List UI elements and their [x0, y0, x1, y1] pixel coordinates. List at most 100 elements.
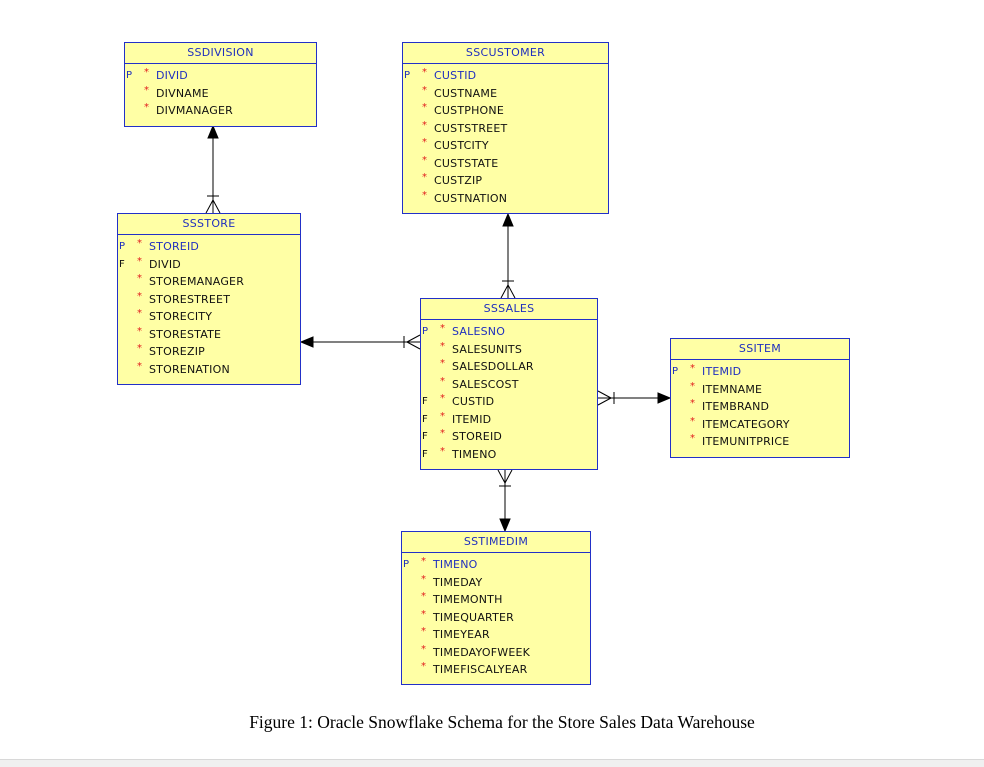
required-marker: *	[440, 323, 445, 334]
attribute-name: STOREMANAGER	[149, 275, 245, 288]
attribute-row[interactable]: P*DIVID	[125, 67, 316, 85]
attribute-row[interactable]: *TIMEFISCALYEAR	[402, 661, 590, 679]
attribute-row[interactable]: * STOREZIP	[118, 343, 300, 361]
foreign-key-marker: F	[422, 448, 428, 460]
attribute-row[interactable]: * STORESTATE	[118, 326, 300, 344]
attribute-row[interactable]: P * SALESNO	[421, 323, 597, 341]
required-marker: *	[422, 119, 427, 131]
attribute-name: TIMEQUARTER	[433, 610, 514, 624]
foreign-key-marker: F	[422, 413, 428, 425]
entity-title: SSSALES	[421, 299, 597, 320]
attribute-name: ITEMID	[702, 365, 742, 378]
attribute-row[interactable]: P*ITEMID	[671, 363, 849, 381]
attribute-name: CUSTID	[434, 69, 477, 82]
attribute-row[interactable]: *ITEMCATEGORY	[671, 416, 849, 434]
attribute-name: CUSTNAME	[434, 86, 498, 100]
required-marker: *	[421, 626, 426, 637]
primary-key-marker: P	[422, 326, 429, 337]
required-marker: *	[137, 255, 142, 267]
attribute-name: DIVID	[156, 69, 188, 82]
attribute-row[interactable]: *DIVNAME	[125, 85, 316, 103]
foreign-key-marker: F	[422, 396, 428, 407]
attribute-name: SALESDOLLAR	[452, 360, 534, 373]
required-marker: *	[440, 445, 445, 457]
attribute-row[interactable]: *CUSTNAME	[403, 85, 608, 103]
required-marker: *	[137, 343, 142, 354]
attribute-row[interactable]: *CUSTSTREET	[403, 120, 608, 138]
attribute-row[interactable]: *SALESCOST	[421, 376, 597, 394]
attribute-name: SALESNO	[452, 325, 506, 338]
attribute-name: STOREZIP	[149, 345, 205, 358]
attribute-row[interactable]: *ITEMNAME	[671, 381, 849, 399]
attribute-row[interactable]: *STORENATION	[118, 361, 300, 379]
attribute-row[interactable]: P*STOREID	[118, 238, 300, 256]
entity-title: SSSTORE	[118, 214, 300, 235]
attribute-row[interactable]: F * CUSTID	[421, 393, 597, 411]
required-marker: *	[144, 102, 149, 113]
attribute-row[interactable]: *STORECITY	[118, 308, 300, 326]
attribute-name: ITEMID	[452, 412, 492, 426]
required-marker: *	[440, 428, 445, 439]
attribute-row[interactable]: *TIMEMONTH	[402, 591, 590, 609]
required-marker: *	[137, 325, 142, 337]
attribute-row[interactable]: *STOREMANAGER	[118, 273, 300, 291]
attribute-name: TIMEDAY	[433, 575, 483, 589]
attribute-row[interactable]: *STORESTREET	[118, 291, 300, 309]
attribute-list: P*TIMENO*TIMEDAY*TIMEMONTH*TIMEQUARTER*T…	[402, 553, 590, 679]
required-marker: *	[421, 661, 426, 672]
required-marker: *	[440, 393, 445, 404]
attribute-name: STOREID	[452, 430, 503, 443]
attribute-row[interactable]: F * ITEMID	[421, 411, 597, 429]
attribute-row[interactable]: *CUSTZIP	[403, 172, 608, 190]
attribute-row[interactable]: * TIMEQUARTER	[402, 609, 590, 627]
attribute-row[interactable]: *SALESUNITS	[421, 341, 597, 359]
relationship-sales-item	[597, 390, 672, 406]
attribute-name: CUSTID	[452, 395, 495, 408]
required-marker: *	[440, 410, 445, 422]
attribute-row[interactable]: P*TIMENO	[402, 556, 590, 574]
entity-title: SSCUSTOMER	[403, 43, 608, 64]
attribute-name: ITEMCATEGORY	[702, 417, 790, 431]
attribute-list: P*CUSTID*CUSTNAME*CUSTPHONE*CUSTSTREET*C…	[403, 64, 608, 207]
attribute-row[interactable]: *SALESDOLLAR	[421, 358, 597, 376]
required-marker: *	[422, 102, 427, 113]
required-marker: *	[144, 67, 149, 78]
attribute-row[interactable]: *ITEMUNITPRICE	[671, 433, 849, 451]
attribute-row[interactable]: F*TIMENO	[421, 446, 597, 464]
attribute-row[interactable]: *DIVMANAGER	[125, 102, 316, 120]
attribute-row[interactable]: F*STOREID	[421, 428, 597, 446]
attribute-name: CUSTZIP	[434, 174, 483, 187]
attribute-row[interactable]: *TIMEDAYOFWEEK	[402, 644, 590, 662]
required-marker: *	[137, 290, 142, 302]
attribute-row[interactable]: *CUSTCITY	[403, 137, 608, 155]
attribute-name: STOREID	[149, 240, 200, 253]
attribute-row[interactable]: *CUSTSTATE	[403, 155, 608, 173]
attribute-row[interactable]: *CUSTPHONE	[403, 102, 608, 120]
attribute-row[interactable]: *CUSTNATION	[403, 190, 608, 208]
required-marker: *	[440, 340, 445, 352]
attribute-name: STORECITY	[149, 310, 213, 323]
figure-caption: Figure 1: Oracle Snowflake Schema for th…	[249, 712, 755, 732]
attribute-row[interactable]: *ITEMBRAND	[671, 398, 849, 416]
attribute-name: TIMENO	[433, 558, 478, 571]
attribute-name: TIMEDAYOFWEEK	[433, 645, 531, 659]
relationship-sales-customer	[500, 212, 516, 299]
attribute-row[interactable]: *TIMEYEAR	[402, 626, 590, 644]
bottom-divider	[0, 759, 984, 767]
required-marker: *	[690, 433, 695, 444]
required-marker: *	[690, 398, 695, 409]
attribute-name: STORESTATE	[149, 327, 222, 341]
attribute-name: DIVID	[149, 257, 181, 271]
attribute-row[interactable]: *TIMEDAY	[402, 574, 590, 592]
attribute-row[interactable]: P*CUSTID	[403, 67, 608, 85]
attribute-row[interactable]: F*DIVID	[118, 256, 300, 274]
required-marker: *	[421, 608, 426, 620]
